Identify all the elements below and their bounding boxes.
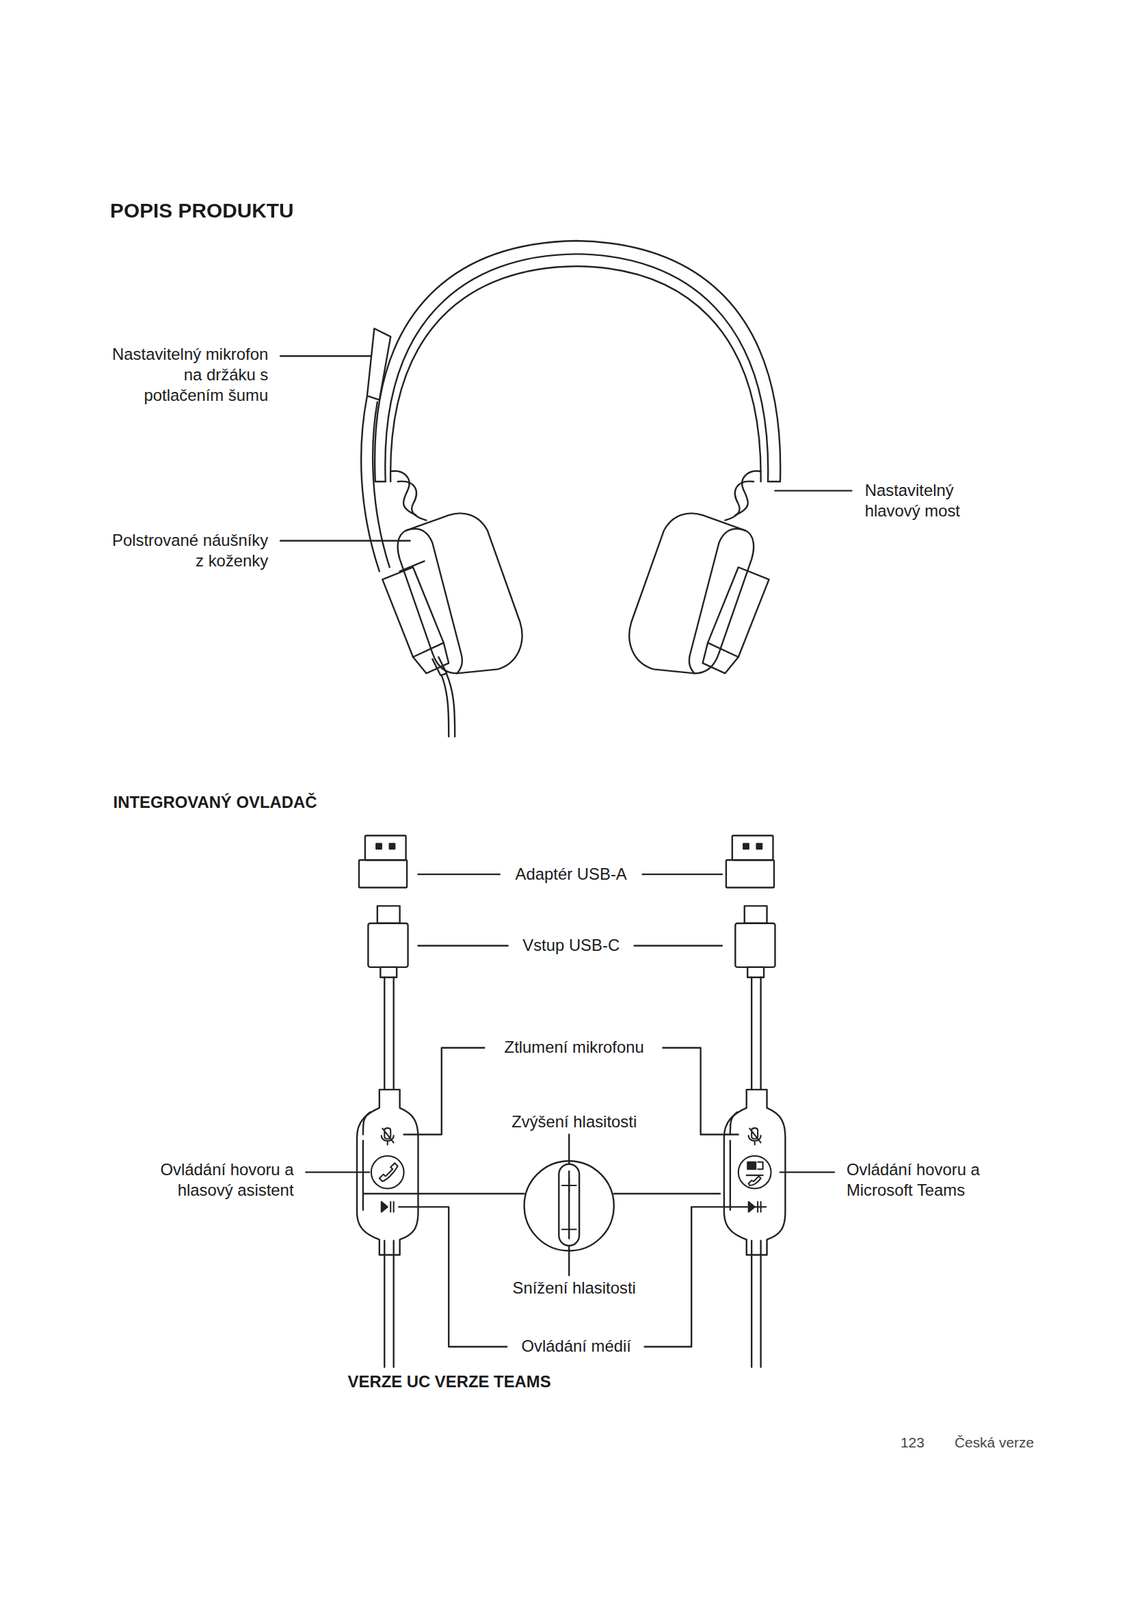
part-label: Nastavitelný hlavový most (861, 480, 995, 522)
section-heading: INTEGROVANÝ OVLADAČ (110, 792, 321, 814)
section-heading: POPIS PRODUKTU (110, 199, 295, 221)
part-label: Polstrované náušníky z koženky (103, 530, 272, 572)
version-label: VERZE UC VERZE TEAMS (344, 1371, 554, 1393)
part-label: Nastavitelný mikrofon na držáku s potlač… (103, 344, 272, 406)
part-label: Snížení hlasitosti (509, 1278, 639, 1299)
part-label: Ovládání médií (518, 1336, 634, 1357)
part-label: Adaptér USB-A (512, 863, 630, 885)
page-footer: Česká verze (951, 1431, 1038, 1453)
page-number: 123 (897, 1431, 928, 1453)
part-label: Vstup USB-C (519, 935, 623, 956)
part-label: Ovládání hovoru a Microsoft Teams (843, 1159, 1003, 1201)
part-label: Zvýšení hlasitosti (508, 1111, 641, 1133)
part-label: Ztlumení mikrofonu (501, 1037, 647, 1058)
part-label: Ovládání hovoru a hlasový asistent (137, 1159, 297, 1201)
